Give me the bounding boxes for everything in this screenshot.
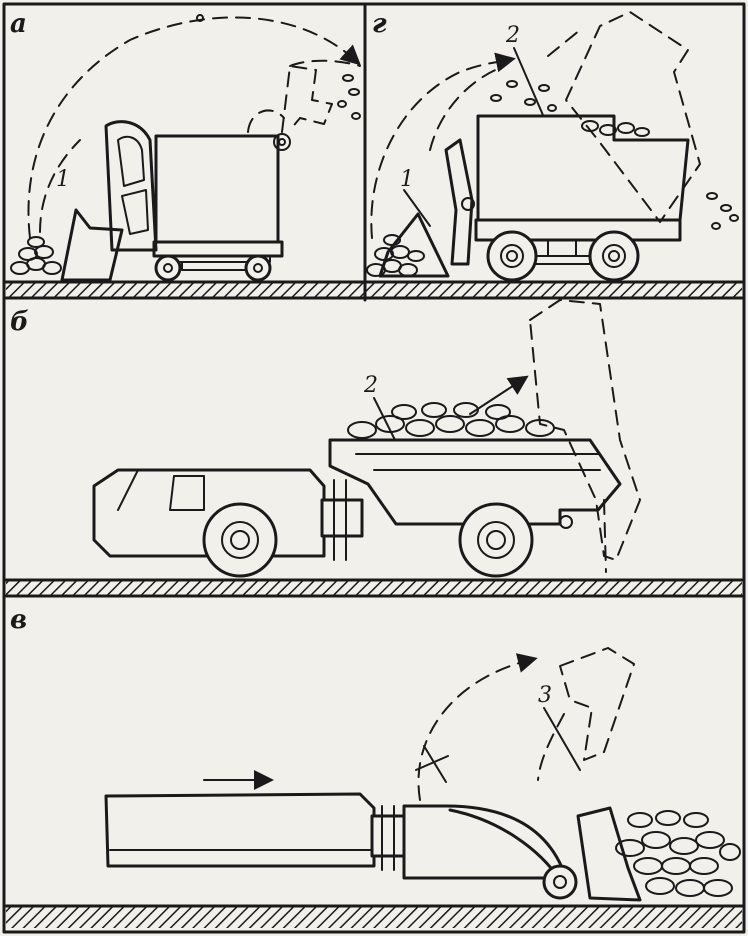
panel-v: в 3: [10, 605, 741, 902]
panel-b-letter: б: [10, 307, 29, 337]
panel-a-number-1: 1: [56, 167, 70, 192]
panel-b: б 2: [10, 299, 641, 578]
panel-v-number-3: 3: [538, 683, 552, 708]
bin-rocks-g: [490, 80, 739, 230]
panel-b-number-2: 2: [363, 373, 378, 398]
rock-pile-v: [615, 810, 741, 897]
panel-a: а 1: [10, 9, 361, 282]
panel-g-letter: г: [372, 9, 387, 39]
panel-g: г 2 1: [366, 9, 739, 282]
panel-v-letter: в: [10, 605, 27, 635]
bin-g: [476, 114, 690, 222]
panel-g-number-2: 2: [505, 23, 520, 48]
panel-g-number-1: 1: [400, 167, 414, 192]
bin-b: [328, 438, 622, 526]
front-unit-v: [402, 804, 568, 880]
falling-rocks-a: [196, 14, 361, 120]
ground-strips: [4, 280, 744, 928]
rock-pile-a: [10, 236, 62, 275]
loader-body-a: [154, 134, 280, 244]
rear-bin-v: [104, 792, 376, 868]
panel-a-letter: а: [10, 9, 27, 39]
